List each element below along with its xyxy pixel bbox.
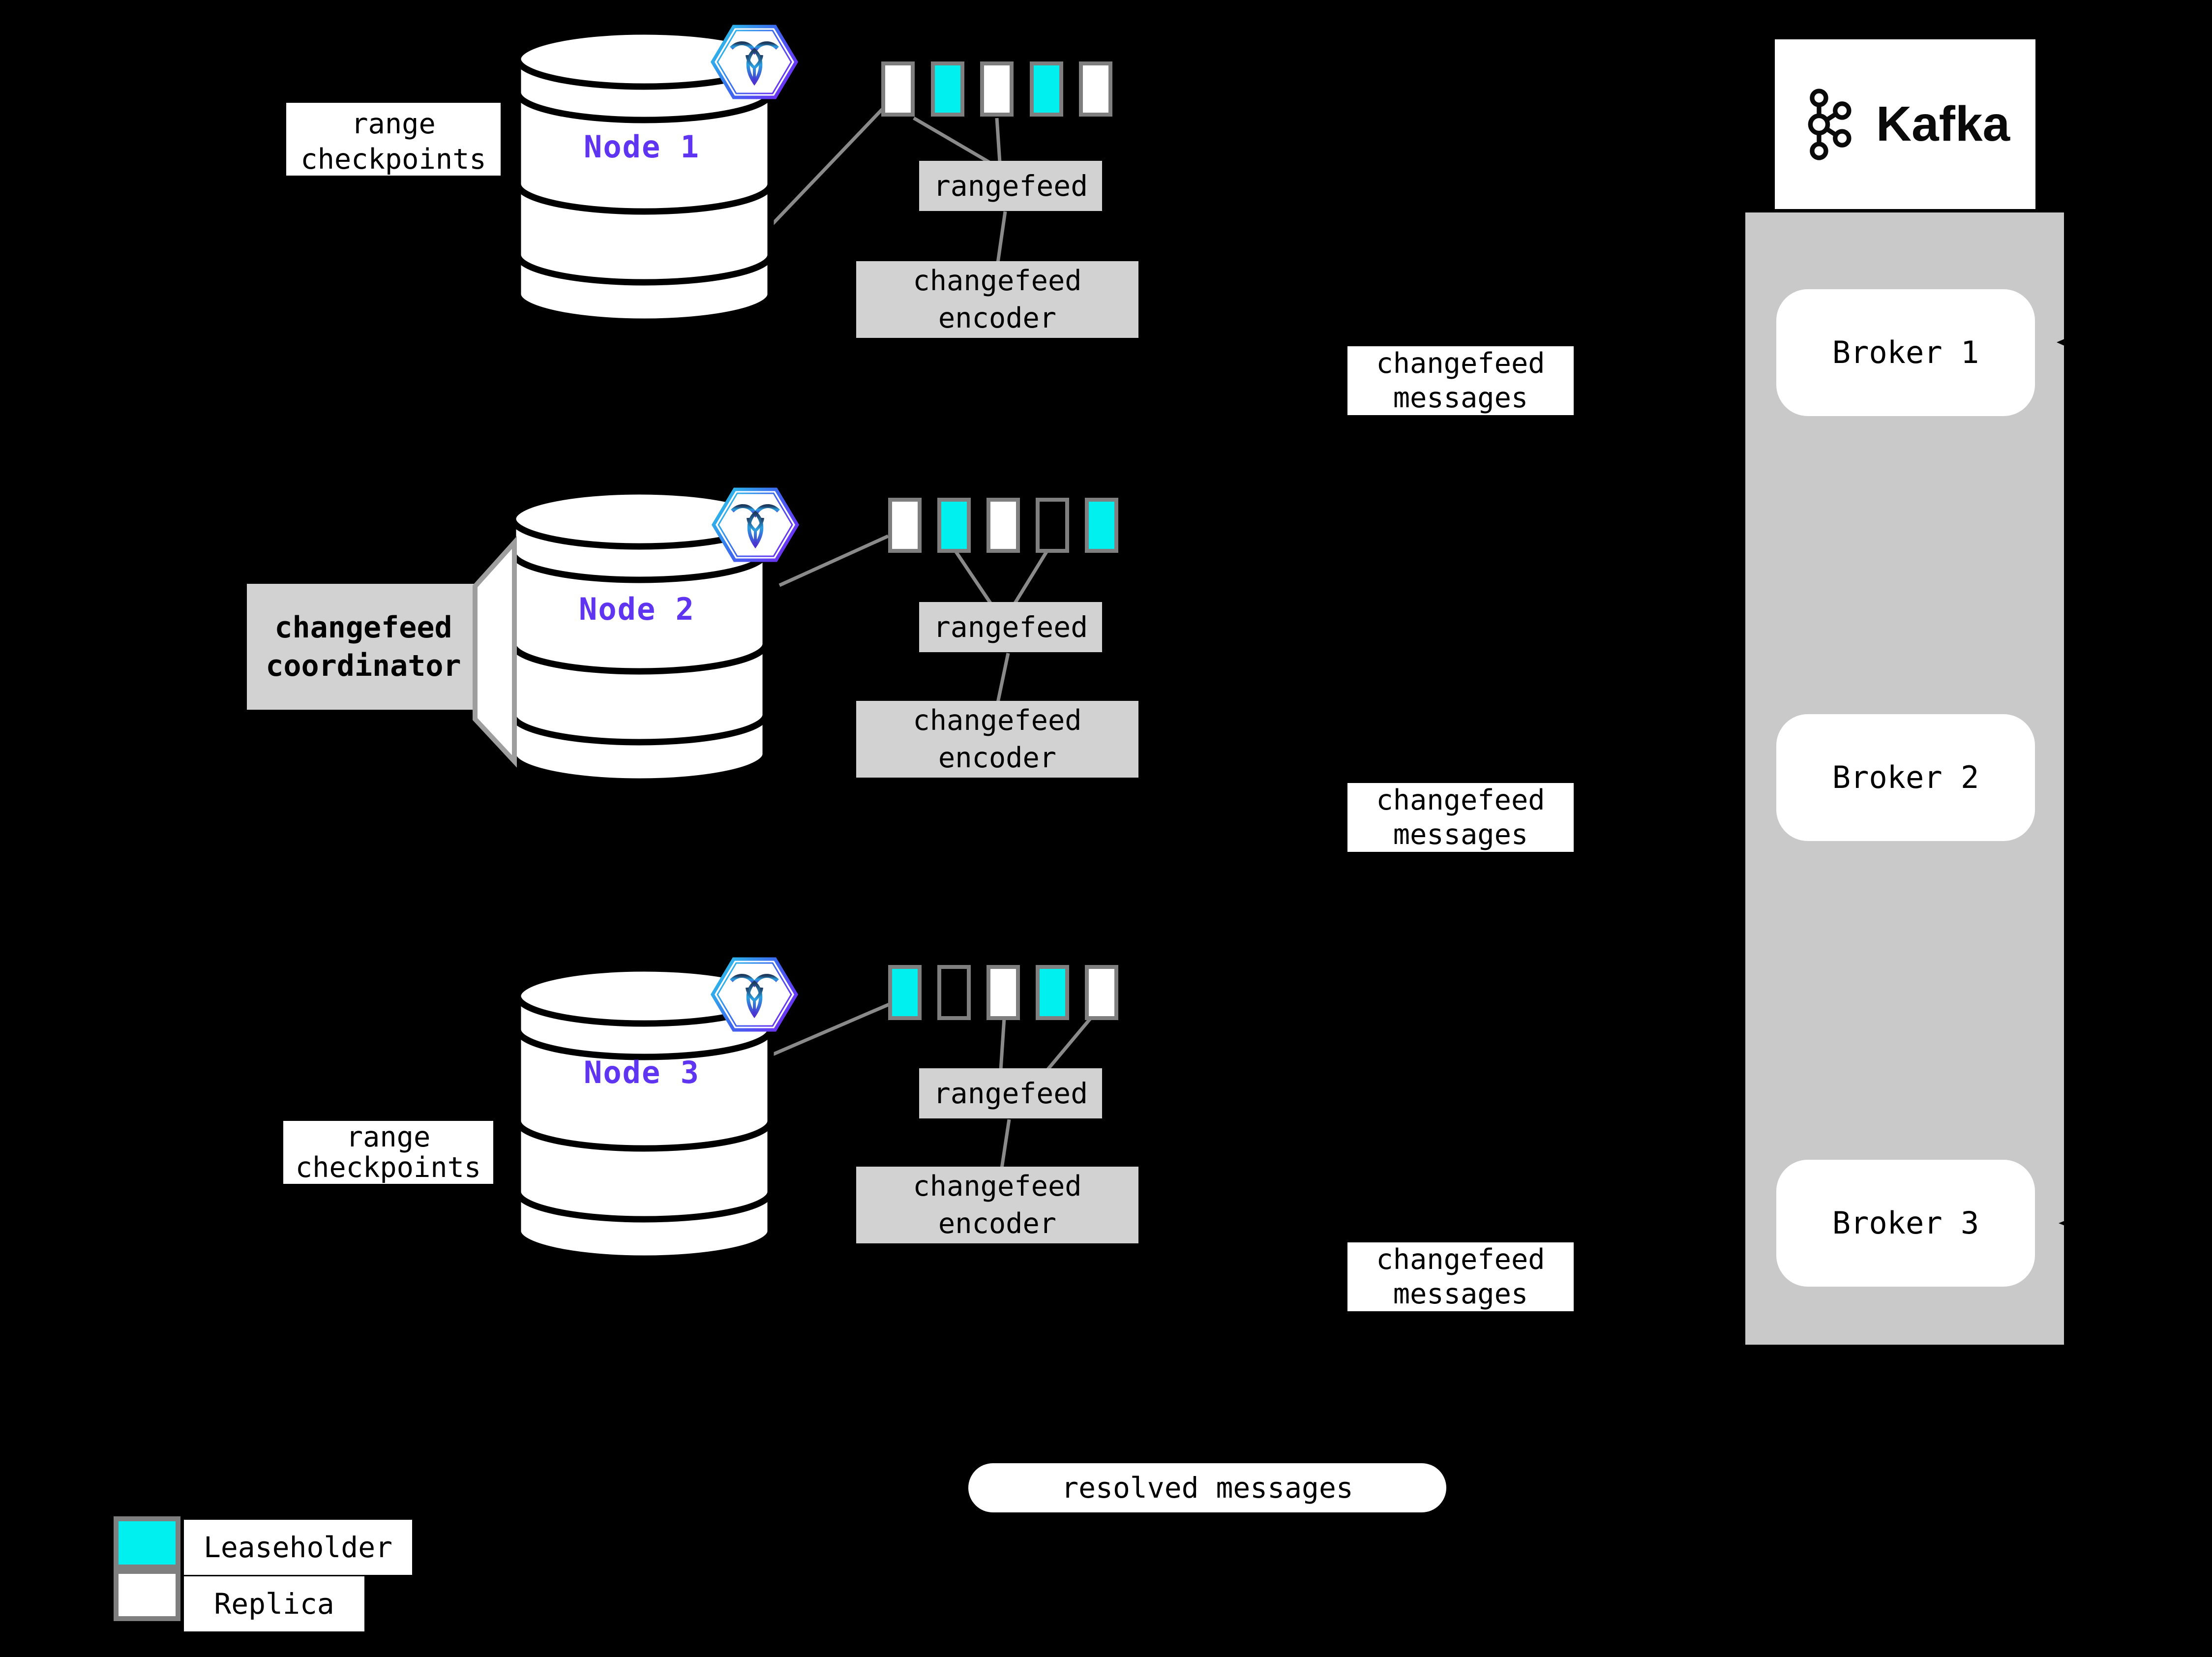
node-1-label: Node 1 — [584, 129, 700, 165]
encoder-label-line1: changefeed — [913, 1170, 1082, 1203]
node1-range-2 — [931, 61, 964, 117]
connector-lines — [764, 108, 1092, 1169]
messages-line1: changefeed — [1376, 784, 1545, 816]
node-2-database-cylinder — [509, 488, 769, 785]
changefeed-messages-label-3: changefeed messages — [1347, 1242, 1574, 1311]
resolved-messages-label: resolved messages — [1061, 1471, 1353, 1505]
range-checkpoints-label-bottom: range checkpoints — [283, 1121, 493, 1184]
node2-range-2 — [937, 498, 971, 553]
connector-line — [955, 551, 992, 604]
node-2-label: Node 2 — [579, 591, 695, 627]
broker1-arrowhead-icon — [2057, 329, 2088, 356]
node2-range-4 — [1036, 498, 1069, 553]
checkpoints-line2: checkpoints — [295, 1151, 481, 1184]
checkpoints-line2: checkpoints — [300, 143, 486, 176]
broker-1-label: Broker 1 — [1832, 334, 1979, 370]
connector-line — [778, 534, 889, 587]
coordinator-arrowhead-icon — [230, 621, 254, 645]
encoder-label-line2: encoder — [938, 302, 1057, 334]
messages-line2: messages — [1393, 1278, 1528, 1310]
broker-2-label: Broker 2 — [1832, 759, 1979, 795]
changefeed-messages-label-1: changefeed messages — [1347, 346, 1574, 415]
legend-leaseholder-swatch — [114, 1516, 180, 1569]
encoder-label-line2: encoder — [938, 742, 1057, 774]
messages-line1: changefeed — [1376, 347, 1545, 380]
connector-line — [765, 1002, 890, 1059]
node3-range-2 — [937, 965, 971, 1020]
node-3-database-cylinder — [514, 965, 774, 1262]
broker3-arrowhead-icon — [2059, 1213, 2085, 1234]
messages-line2: messages — [1393, 818, 1528, 851]
connector-line — [913, 116, 990, 164]
node3-rangefeed-box: rangefeed — [919, 1068, 1102, 1118]
node-2-cockroachdb-icon — [712, 487, 799, 562]
connector-line — [764, 108, 884, 233]
node-3-cockroachdb-icon — [711, 957, 798, 1032]
node1-range-5 — [1079, 61, 1112, 117]
changefeed-coordinator-box: changefeed coordinator — [247, 584, 480, 710]
connector-line — [996, 211, 1007, 263]
checkpoints-line1: range — [346, 1121, 431, 1153]
node2-changefeed-encoder-box: changefeed encoder — [856, 701, 1138, 778]
node-1-cockroachdb-icon — [711, 25, 798, 99]
encoder2-arrowhead-icon — [1130, 737, 1152, 753]
node2-rangefeed-label: rangefeed — [933, 610, 1088, 644]
kafka-logo-box: Kafka — [1775, 39, 2035, 209]
node-3-label: Node 3 — [584, 1054, 700, 1090]
connector-line — [1000, 1119, 1011, 1169]
connector-line — [1014, 551, 1048, 604]
node2-range-5 — [1085, 498, 1118, 553]
coordinator-label-line2: coordinator — [266, 649, 461, 683]
checkpoints-line1: range — [351, 108, 436, 140]
legend-replica-text: Replica — [214, 1587, 334, 1621]
node-1-database-cylinder — [514, 28, 774, 325]
legend-replica-label: Replica — [184, 1576, 364, 1631]
node3-changefeed-encoder-box: changefeed encoder — [856, 1167, 1138, 1243]
node2-rangefeed-box: rangefeed — [919, 602, 1102, 652]
encoder-label-line1: changefeed — [913, 265, 1082, 297]
broker-1: Broker 1 — [1776, 289, 2035, 416]
changefeed-messages-label-2: changefeed messages — [1347, 783, 1574, 852]
encoder-label-line1: changefeed — [913, 704, 1082, 737]
legend-leaseholder-label: Leaseholder — [184, 1520, 412, 1575]
connector-line — [995, 118, 1002, 163]
node3-range-1 — [888, 965, 922, 1020]
node2-range-3 — [986, 498, 1020, 553]
node1-rangefeed-label: rangefeed — [933, 169, 1088, 203]
range-checkpoints-label-top: range checkpoints — [286, 103, 501, 176]
broker-2: Broker 2 — [1776, 714, 2035, 841]
node2-range-1 — [888, 498, 922, 553]
resolved-messages-pill: resolved messages — [968, 1463, 1446, 1512]
connector-line — [1046, 1017, 1092, 1071]
messages-line1: changefeed — [1376, 1243, 1545, 1276]
coordinator-pointer-panel — [473, 536, 517, 768]
messages-line2: messages — [1393, 382, 1528, 414]
connector-line — [999, 1018, 1006, 1070]
node3-range-3 — [986, 965, 1020, 1020]
kafka-brand-label: Kafka — [1876, 96, 2010, 151]
coordinator-label-line1: changefeed — [274, 610, 452, 645]
legend-replica-swatch — [114, 1569, 180, 1621]
node1-range-1 — [881, 61, 915, 117]
node1-range-3 — [980, 61, 1014, 117]
node1-changefeed-encoder-box: changefeed encoder — [856, 261, 1138, 338]
node3-rangefeed-label: rangefeed — [933, 1077, 1088, 1110]
encoder-label-line2: encoder — [938, 1207, 1057, 1240]
legend-leaseholder-text: Leaseholder — [203, 1531, 393, 1564]
connector-line — [996, 653, 1010, 703]
broker-3: Broker 3 — [1776, 1160, 2035, 1287]
node3-range-5 — [1085, 965, 1118, 1020]
node3-range-4 — [1036, 965, 1069, 1020]
broker-3-label: Broker 3 — [1832, 1205, 1979, 1241]
node1-rangefeed-box: rangefeed — [919, 161, 1102, 211]
kafka-icon — [1808, 88, 1852, 160]
node1-range-4 — [1030, 61, 1063, 117]
